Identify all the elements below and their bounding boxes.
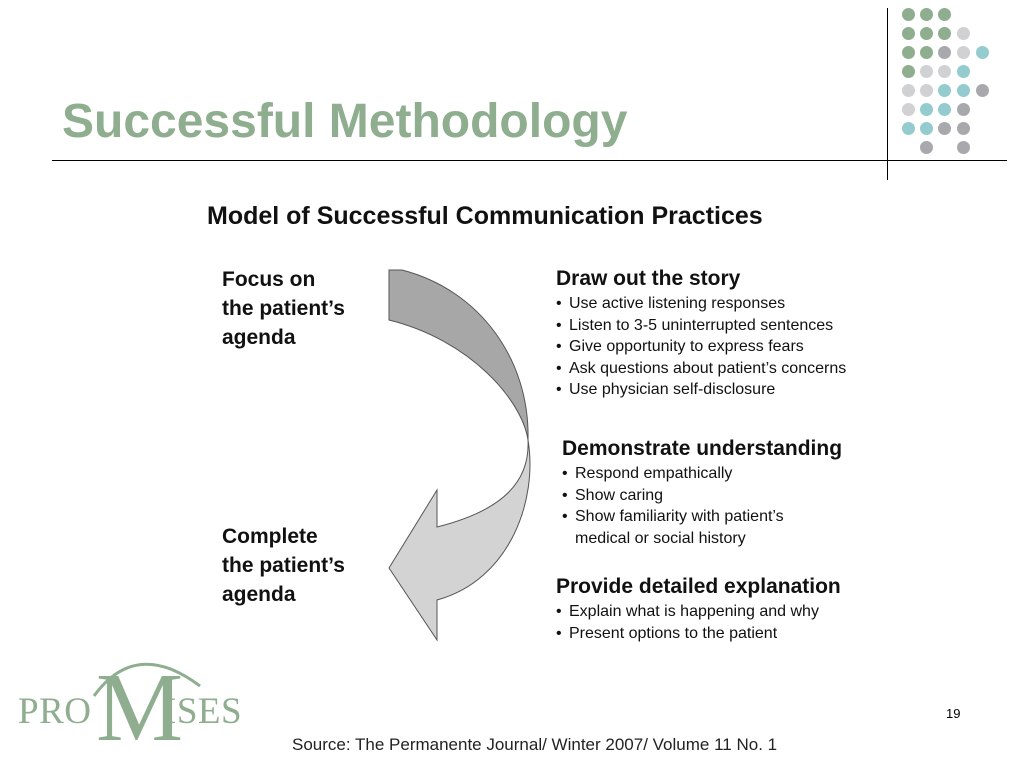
bullet-list: Respond empathically Show caring Show fa… <box>562 463 842 549</box>
arrow-bottom-segment <box>388 439 531 642</box>
label-line: agenda <box>222 583 296 606</box>
logo-letter-m: M <box>96 654 184 762</box>
bullet-item: Explain what is happening and why <box>556 601 841 623</box>
source-citation: Source: The Permanente Journal/ Winter 2… <box>292 735 778 754</box>
arrow-top-segment <box>388 269 529 441</box>
section-heading: Draw out the story <box>556 267 741 290</box>
section-demonstrate-understanding: Demonstrate understanding Respond empath… <box>562 435 842 549</box>
page-number: 19 <box>946 706 961 721</box>
label-complete-agenda: Complete the patient’s agenda <box>222 522 345 609</box>
model-title: Model of Successful Communication Practi… <box>207 202 763 230</box>
label-line: Focus on <box>222 268 316 291</box>
title-divider <box>52 160 1007 161</box>
logo-text-left: PRO <box>18 691 92 732</box>
bullet-item: Present options to the patient <box>556 623 841 645</box>
bullet-line: Show familiarity with patient’s <box>575 508 784 525</box>
label-line: the patient’s <box>222 297 345 320</box>
label-line: Complete <box>222 525 318 548</box>
bullet-item: Respond empathically <box>562 463 842 485</box>
section-heading: Demonstrate understanding <box>562 437 843 460</box>
section-detailed-explanation: Provide detailed explanation Explain wha… <box>556 573 841 644</box>
bullet-line-continued: medical or social history <box>575 529 746 547</box>
logo-arc <box>92 662 201 697</box>
bullet-list: Use active listening responses Listen to… <box>556 293 846 401</box>
label-line: the patient’s <box>222 554 345 577</box>
promises-logo: PRO M ISES <box>14 648 243 762</box>
bullet-item: Ask questions about patient’s concerns <box>556 358 846 380</box>
bullet-item: Use active listening responses <box>556 293 846 315</box>
bullet-item: Give opportunity to express fears <box>556 336 846 358</box>
corner-divider <box>887 8 888 180</box>
bullet-item: Use physician self-disclosure <box>556 379 846 401</box>
section-heading: Provide detailed explanation <box>556 575 841 598</box>
bullet-list: Explain what is happening and why Presen… <box>556 601 841 644</box>
section-draw-out-story: Draw out the story Use active listening … <box>556 265 846 401</box>
label-focus-agenda: Focus on the patient’s agenda <box>222 265 345 352</box>
bullet-item: Show familiarity with patient’s medical o… <box>562 506 842 549</box>
bullet-item: Listen to 3-5 uninterrupted sentences <box>556 315 846 337</box>
label-line: agenda <box>222 326 296 349</box>
logo-text-right: ISES <box>164 691 243 732</box>
slide-title: Successful Methodology <box>62 95 628 148</box>
bullet-item: Show caring <box>562 485 842 507</box>
